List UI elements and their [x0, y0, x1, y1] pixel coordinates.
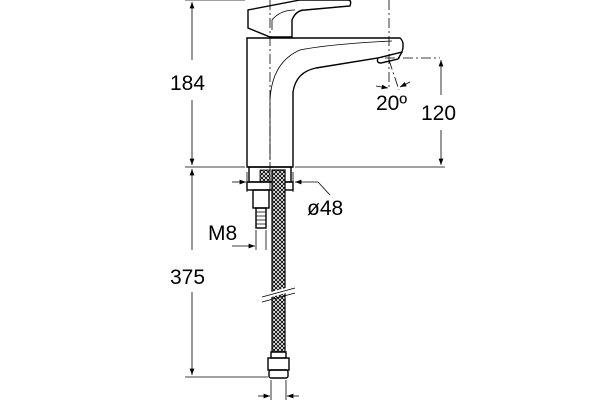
dimension-184: 184 [170, 0, 245, 168]
diameter-label: ø48 [307, 197, 343, 220]
mounting-assembly [246, 166, 294, 229]
thread-label: M8 [208, 222, 237, 245]
dimension-connector [258, 380, 299, 400]
hose-length-label: 375 [170, 266, 205, 289]
faucet-body [246, 0, 404, 168]
dimension-120: 120 [295, 60, 456, 168]
dimension-diameter: ø48 [232, 172, 343, 220]
height-label: 184 [170, 72, 205, 95]
dimension-375: 375 [170, 169, 268, 378]
spout-height-label: 120 [421, 102, 456, 125]
dimension-angle: 20º [375, 59, 411, 115]
dimension-thread: M8 [208, 222, 267, 250]
angle-label: 20º [376, 92, 407, 115]
flexible-hose [261, 169, 296, 379]
